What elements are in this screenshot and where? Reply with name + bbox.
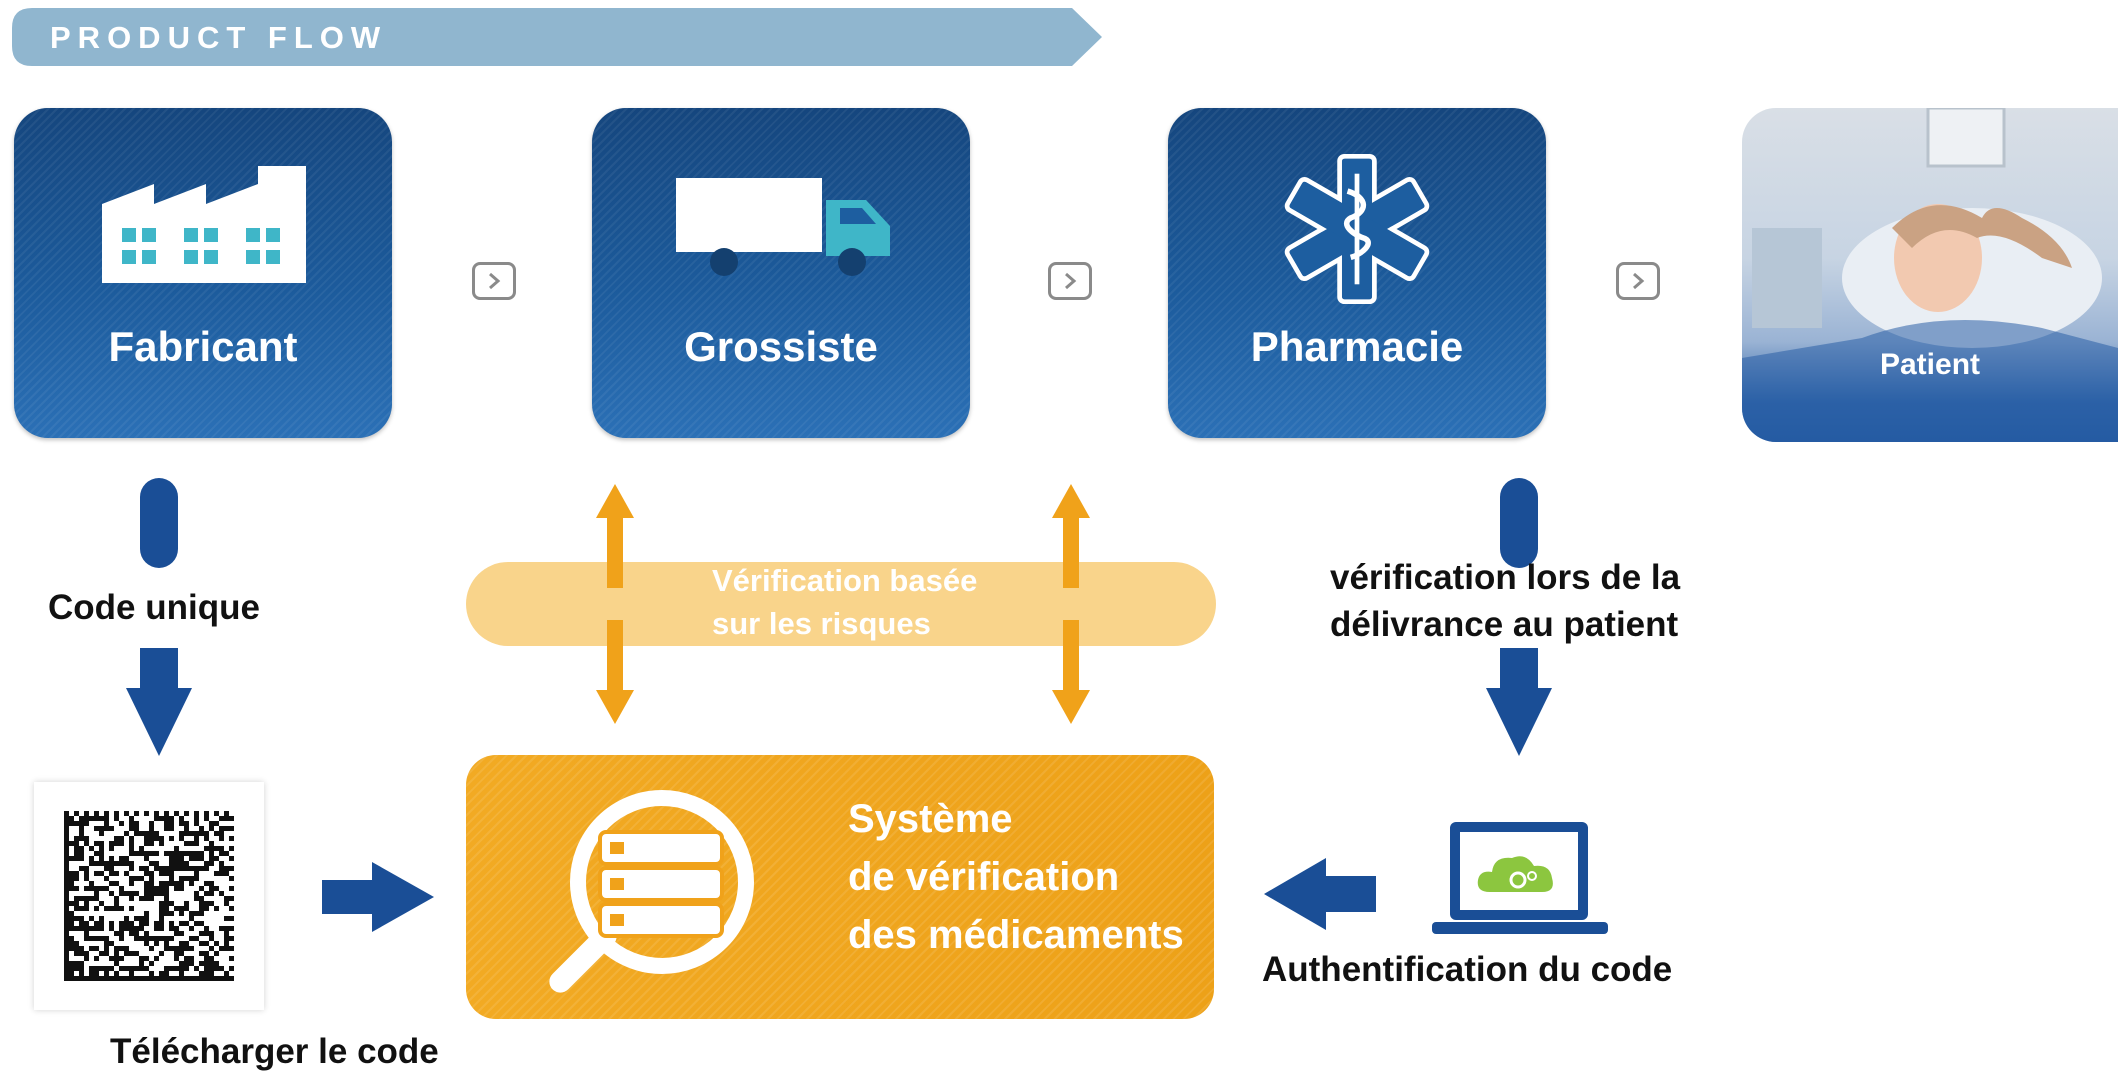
laptop-cloud-icon (1432, 822, 1608, 934)
star-of-life-icon (1284, 153, 1430, 305)
database-magnifier-icon (549, 790, 754, 993)
next-chevron-1 (472, 262, 516, 300)
verification-arrow-grossiste (596, 484, 634, 724)
left-arrow-to-system (1264, 858, 1376, 930)
patient-photo (1742, 108, 2118, 442)
chevron-right-icon (1065, 272, 1077, 290)
stage-card-patient: Patient (1742, 108, 2118, 442)
risk-based-verification-band (466, 562, 1216, 646)
next-chevron-2 (1048, 262, 1092, 300)
datamatrix-code-card (34, 782, 264, 1010)
product-flow-ribbon (12, 8, 1102, 66)
stage-card-grossiste: Grossiste (592, 108, 970, 438)
unique-code-label: Code unique (48, 588, 260, 627)
system-title: Système de vérification des médicaments (848, 797, 1184, 957)
stage-label-fabricant: Fabricant (108, 323, 298, 370)
stage-card-fabricant: Fabricant (14, 108, 392, 438)
right-arrow-to-system (322, 862, 434, 932)
header-title: PRODUCT FLOW (50, 20, 388, 55)
medicines-verification-system (466, 755, 1214, 1019)
chevron-right-icon (1633, 272, 1645, 290)
stage-card-pharmacie: Pharmacie (1168, 108, 1546, 438)
factory-icon (102, 166, 306, 283)
stage-label-pharmacie: Pharmacie (1250, 323, 1464, 370)
datamatrix-barcode-icon (64, 811, 234, 981)
dispense-verification-label: vérification lors de la délivrance au pa… (1330, 558, 1681, 645)
next-chevron-3 (1616, 262, 1660, 300)
risk-based-verification-label: Vérification basée sur les risques (712, 563, 978, 642)
stage-label-grossiste: Grossiste (684, 323, 878, 370)
down-arrow-pharmacie (1486, 478, 1552, 756)
truck-icon (676, 178, 890, 276)
download-code-label: Télécharger le code (110, 1032, 439, 1071)
stage-label-patient: Patient (1879, 348, 1981, 381)
verification-arrow-pharmacie (1052, 484, 1090, 724)
chevron-right-icon (489, 272, 501, 290)
down-arrow-fabricant (126, 478, 192, 756)
code-authentication-label: Authentification du code (1262, 950, 1673, 989)
